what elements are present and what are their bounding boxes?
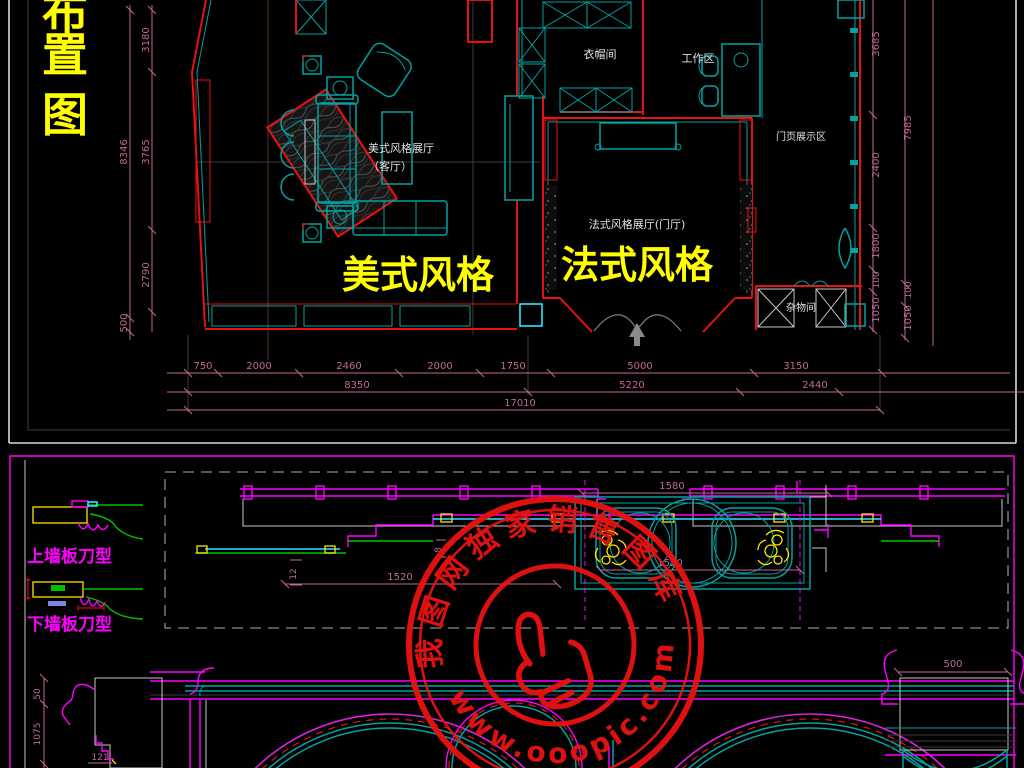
dim-strip-8: 8 [434,547,444,553]
door-leaf-display [838,227,852,270]
dim-right-7985: 7985 [903,115,914,140]
top-panel-frame [8,0,1017,444]
floor-plan-panel: 3180 3765 2790 8346 500 3685 2400 1800 1… [8,0,1024,444]
watermark-stamp: 我图网独家销售图库 www.ooopic.com [382,473,705,768]
column-section-detail: 500 [881,649,1024,768]
dim-column-500: 500 [943,659,962,670]
title-char-3: 图 [42,88,88,142]
label-cloakroom: 衣帽间 [584,47,617,61]
label-american-room: 美式风格展厅 [368,141,434,155]
dim-bottom-2000b: 2000 [427,361,452,372]
label-french-room: 法式风格展厅(门厅) [589,217,686,231]
dim-section-50: 50 [33,688,43,700]
dim-right-1050: 1050 [871,297,882,322]
dim-bottom-17010: 17010 [504,398,536,409]
room-labels: 美式风格展厅 （客厅） 法式风格展厅(门厅) 衣帽间 工作区 门页展示区 杂物间… [342,47,826,314]
label-upper-profile: 上墙板刀型 [27,546,112,567]
crown-section-detail: 50 1075 121 [33,673,163,768]
label-storage: 杂物间 [786,301,816,314]
dim-left-3180: 3180 [141,27,152,52]
dim-left-500: 500 [119,313,130,332]
dim-right-2400: 2400 [871,152,882,177]
dimensions-left: 3180 3765 2790 8346 500 [119,5,157,340]
top-edge-cabinets [295,0,865,43]
entrance-arrow-icon [629,323,645,346]
dim-bottom-8350: 8350 [344,380,369,391]
dim-panel-1520: 1520 [657,558,682,569]
dim-section-121: 121 [91,753,108,763]
entry-column-left [519,303,543,327]
furniture [265,42,761,243]
dim-bottom-1750: 1750 [500,361,525,372]
right-wall-display-tabs [850,28,858,253]
dim-bottom-2440: 2440 [802,380,827,391]
dim-left-3765: 3765 [141,139,152,164]
label-style-french: 法式风格 [561,243,714,287]
upper-wall-profile-detail: 上墙板刀型 [27,500,144,567]
panel-plan-strip: 1520 12 8 [195,485,1005,589]
reception-desk [265,88,399,238]
dim-panel-1580: 1580 [659,481,684,492]
thumbs-up-icon [515,611,594,710]
dimensions-bottom: 750 2000 2460 2000 1750 5000 3150 8350 5… [167,361,1024,415]
dim-bottom-5000: 5000 [627,361,652,372]
dim-section-1075: 1075 [33,723,43,746]
dim-left-2790: 2790 [141,262,152,287]
bottom-panel-frame [9,455,1015,768]
divider-cabinet [504,95,534,201]
walls [191,0,866,346]
dim-right-100: 100 [872,271,882,288]
label-american-room-sub: （客厅） [368,159,412,173]
label-door-display: 门页展示区 [776,130,826,143]
dim-right-100b: 100 [904,281,914,298]
label-lower-profile: 下墙板刀型 [27,614,112,635]
dim-strip-1520: 1520 [387,572,412,583]
label-work-area: 工作区 [682,52,715,65]
title-char-1: 布 [42,0,88,40]
cloakroom-cabinets [518,1,633,113]
carved-panel-elevation: 1580 1520 [574,480,833,620]
dim-bottom-2000a: 2000 [246,361,271,372]
sofa-set [280,42,448,236]
storage-cabinets [757,280,847,328]
dim-bottom-750: 750 [193,361,212,372]
console-table [594,122,682,151]
entry-column-right [844,303,866,327]
dim-strip-12: 12 [289,568,299,579]
lower-wall-profile-detail: 下墙板刀型 [25,578,144,635]
dim-left-8346: 8346 [119,139,130,164]
gold-ornament-right [757,529,790,566]
detail-panel: 上墙板刀型 下墙板刀型 [9,455,1024,768]
dimensions-right: 3685 2400 1800 100 1050 7985 100 1050 [868,0,934,346]
dim-bottom-5220: 5220 [619,380,644,391]
label-style-american: 美式风格 [342,253,495,297]
dim-right-1050b: 1050 [903,305,914,330]
dim-bottom-3150: 3150 [783,361,808,372]
dim-bottom-2460: 2460 [336,361,361,372]
dim-right-1800: 1800 [871,233,882,258]
dim-right-3685: 3685 [871,31,882,56]
title-char-2: 置 [42,28,88,82]
column-blocks [302,55,322,243]
work-desk [698,43,761,117]
gold-ornament-left [594,529,627,566]
